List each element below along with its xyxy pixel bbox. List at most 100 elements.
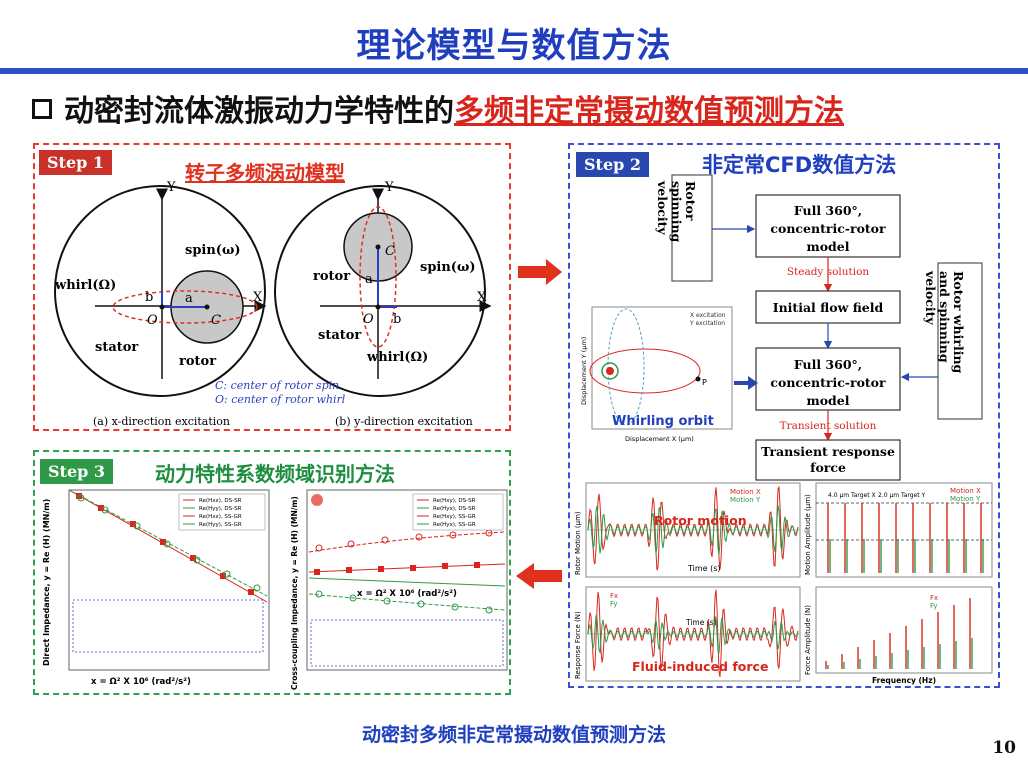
- data-marker: [451, 603, 459, 611]
- footer-caption: 动密封多频非定常摄动数值预测方法: [361, 724, 666, 746]
- orbit-to-flow-arrow-icon: [734, 376, 758, 390]
- data-marker: [190, 555, 196, 561]
- whirl-label-right: whirl(Ω): [366, 350, 428, 365]
- amp-legend-y: Motion Y: [950, 495, 981, 503]
- direct-xlabel: x = Ω² X 10⁶ (rad²/s²): [91, 677, 191, 687]
- force-ylabel: Response Force (N): [574, 611, 582, 679]
- flow-box-2: [755, 290, 901, 324]
- data-marker: [349, 594, 357, 602]
- whirling-orbit-plot: P X excitation Y excitation Whirling orb…: [580, 306, 733, 443]
- step2-badge: Step 2: [576, 152, 650, 177]
- force-amplitude-plot: Fx Fy Frequency (Hz) Force Amplitude (N): [804, 586, 993, 685]
- data-marker: [223, 570, 231, 578]
- fa-legend-y: Fy: [930, 602, 938, 610]
- flow-box-3: [755, 347, 901, 411]
- fa-ylabel: Force Amplitude (N): [804, 605, 812, 675]
- section-heading-red: 多频非定常摄动数值预测方法: [454, 94, 844, 129]
- data-marker: [130, 521, 136, 527]
- whirl-model-diagram: Y X spin(ω) whirl(Ω) a b O C stator roto…: [54, 180, 492, 428]
- step3-badge: Step 3: [40, 459, 114, 484]
- amp-annotation-2: 2.0 μm Target Y: [878, 492, 925, 499]
- whirl-label-left: whirl(Ω): [54, 278, 116, 293]
- rotor-spinning-label: Rotorspinningvelocity: [655, 180, 698, 243]
- legend-item: Re(Hxy), SS-GR: [433, 514, 476, 520]
- data-marker: [474, 562, 480, 568]
- step1-panel: Step 1 转子多频涡动模型 Y X spin(ω) whirl(Ω) a b…: [33, 143, 511, 431]
- o-label-right: O: [363, 312, 374, 327]
- legend-item: Re(Hxx), SS-GR: [199, 514, 242, 520]
- a-label-left: a: [185, 291, 193, 306]
- orbit-ylabel: Displacement Y (μm): [580, 337, 588, 405]
- rotor-label-left: rotor: [179, 354, 216, 369]
- amp-ylabel: Motion Amplitude (μm): [804, 494, 812, 575]
- motion-legend-x: Motion X: [730, 488, 761, 496]
- motion-amplitude-plot: 4.0 μm Target X 2.0 μm Target Y Motion X…: [804, 482, 993, 578]
- data-marker: [220, 573, 226, 579]
- force-legend-x: Fx: [610, 592, 618, 600]
- motion-xlabel: Time (s): [687, 564, 721, 573]
- stator-label-right: stator: [318, 328, 361, 343]
- step1-title: 转子多频涡动模型: [185, 161, 345, 185]
- data-marker: [77, 494, 85, 502]
- transient-solution-label: Transient solution: [780, 420, 877, 432]
- motion-ylabel: Rotor Motion (μm): [574, 511, 582, 575]
- data-marker: [315, 544, 323, 552]
- data-marker: [442, 563, 448, 569]
- arrow-right-icon: [518, 259, 562, 285]
- data-marker: [485, 606, 493, 614]
- caption-left: (a) x-direction excitation: [93, 415, 230, 428]
- title-divider: [0, 68, 1028, 74]
- checkbox-bullet-icon: [32, 99, 52, 119]
- stator-circle-right: [274, 185, 486, 397]
- data-marker: [314, 569, 320, 575]
- whirl-ellipse-left: [112, 290, 258, 324]
- orbit-point-label: P: [702, 378, 707, 387]
- data-marker: [378, 566, 384, 572]
- cfd-flowchart: Rotorspinningvelocity Full 360°,concentr…: [574, 174, 993, 685]
- response-force-plot: Fluid-induced force Fx Fy Time (s) Respo…: [574, 586, 801, 682]
- force-xlabel: Time (s): [685, 618, 717, 627]
- step3-title: 动力特性系数频域识别方法: [155, 462, 395, 486]
- fluid-force-label: Fluid-induced force: [632, 659, 768, 674]
- fa-legend-x: Fx: [930, 594, 938, 602]
- b-label-right: b: [393, 312, 401, 327]
- flow-box-2-text: Initial flow field: [773, 300, 884, 315]
- axis-x-label-right: X: [477, 290, 487, 305]
- data-marker: [383, 597, 391, 605]
- amp-legend-x: Motion X: [950, 487, 981, 495]
- whirl-ellipse-right: [359, 206, 397, 348]
- rotor-motion-plot: Rotor motion Motion X Motion Y Time (s) …: [574, 482, 801, 578]
- legend-o: O: center of rotor whirl: [215, 393, 346, 406]
- data-marker: [248, 589, 254, 595]
- axis-x-label-left: X: [253, 290, 263, 305]
- c-label-right: C: [385, 244, 395, 259]
- slide-title: 理论模型与数值方法: [356, 26, 672, 66]
- steady-solution-label: Steady solution: [787, 266, 870, 278]
- cross-ylabel: Cross-coupling Impedance, y = Re (H) (MN…: [290, 496, 299, 690]
- data-marker: [417, 600, 425, 608]
- legend-item: Re(Hxy), DS-SR: [433, 498, 476, 504]
- whirling-velocity-box: [937, 262, 983, 420]
- section-heading-black: 动密封流体激振动力学特性的: [64, 94, 454, 129]
- page-number: 10: [992, 738, 1016, 758]
- flow-box-4: [755, 439, 901, 481]
- data-marker: [163, 540, 171, 548]
- orbit-legend-y: Y excitation: [689, 320, 725, 327]
- data-marker: [410, 565, 416, 571]
- cross-xlabel: x = Ω² X 10⁶ (rad²/s²): [357, 589, 457, 599]
- legend-c: C: center of rotor spin: [215, 379, 339, 392]
- step2-title: 非定常CFD数值方法: [702, 153, 897, 177]
- data-marker: [315, 590, 323, 598]
- whirling-orbit-label: Whirling orbit: [612, 414, 714, 429]
- flow-box-1: [755, 194, 901, 258]
- data-marker: [415, 533, 423, 541]
- data-marker: [381, 536, 389, 544]
- axis-y-label-right: Y: [384, 180, 394, 195]
- spin-label-left: spin(ω): [185, 243, 240, 258]
- amp-annotation-1: 4.0 μm Target X: [828, 492, 876, 499]
